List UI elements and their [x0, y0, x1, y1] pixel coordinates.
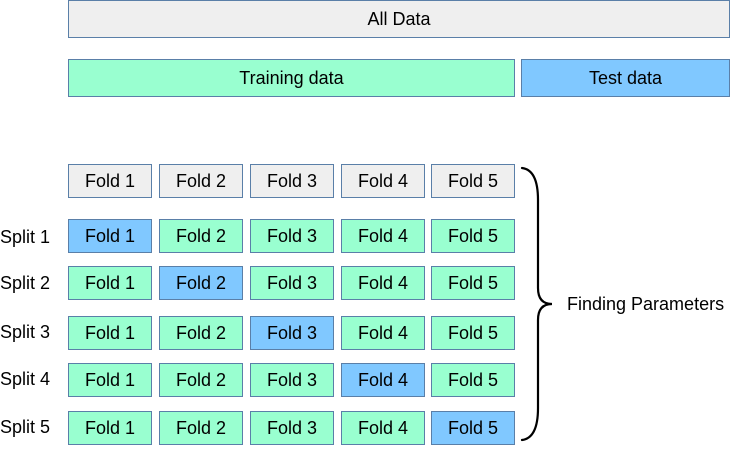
split-1-fold-5: Fold 5 — [431, 219, 515, 253]
finding-parameters-label: Finding Parameters — [567, 294, 725, 314]
split-2-fold-1: Fold 1 — [68, 266, 152, 300]
split-3-fold-2: Fold 2 — [159, 316, 243, 350]
split-5-fold-3: Fold 3 — [250, 411, 334, 445]
split-4-fold-5: Fold 5 — [431, 363, 515, 397]
split-label-2: Split 2 — [0, 273, 51, 293]
split-label-1: Split 1 — [0, 227, 51, 247]
training-data-bar: Training data — [68, 59, 515, 97]
split-1-fold-4: Fold 4 — [341, 219, 425, 253]
split-label-3: Split 3 — [0, 322, 51, 342]
split-1-fold-1: Fold 1 — [68, 219, 152, 253]
split-2-fold-3: Fold 3 — [250, 266, 334, 300]
all-data-label: All Data — [367, 8, 431, 29]
curly-brace-icon — [520, 166, 553, 442]
split-4-fold-4: Fold 4 — [341, 363, 425, 397]
split-2-fold-4: Fold 4 — [341, 266, 425, 300]
test-data-bar: Test data — [521, 59, 730, 97]
split-5-fold-2: Fold 2 — [159, 411, 243, 445]
fold-header-2: Fold 2 — [159, 164, 243, 198]
fold-header-4: Fold 4 — [341, 164, 425, 198]
split-1-fold-2: Fold 2 — [159, 219, 243, 253]
split-3-fold-1: Fold 1 — [68, 316, 152, 350]
split-3-fold-5: Fold 5 — [431, 316, 515, 350]
test-data-label: Test data — [588, 67, 663, 88]
split-5-fold-5: Fold 5 — [431, 411, 515, 445]
training-data-label: Training data — [239, 67, 344, 88]
split-4-fold-2: Fold 2 — [159, 363, 243, 397]
split-5-fold-4: Fold 4 — [341, 411, 425, 445]
fold-header-3: Fold 3 — [250, 164, 334, 198]
split-label-4: Split 4 — [0, 369, 51, 389]
split-2-fold-2: Fold 2 — [159, 266, 243, 300]
all-data-bar: All Data — [68, 0, 730, 38]
split-3-fold-3: Fold 3 — [250, 316, 334, 350]
split-2-fold-5: Fold 5 — [431, 266, 515, 300]
split-4-fold-1: Fold 1 — [68, 363, 152, 397]
split-1-fold-3: Fold 3 — [250, 219, 334, 253]
split-3-fold-4: Fold 4 — [341, 316, 425, 350]
fold-header-5: Fold 5 — [431, 164, 515, 198]
split-4-fold-3: Fold 3 — [250, 363, 334, 397]
fold-header-1: Fold 1 — [68, 164, 152, 198]
split-5-fold-1: Fold 1 — [68, 411, 152, 445]
split-label-5: Split 5 — [0, 417, 51, 437]
